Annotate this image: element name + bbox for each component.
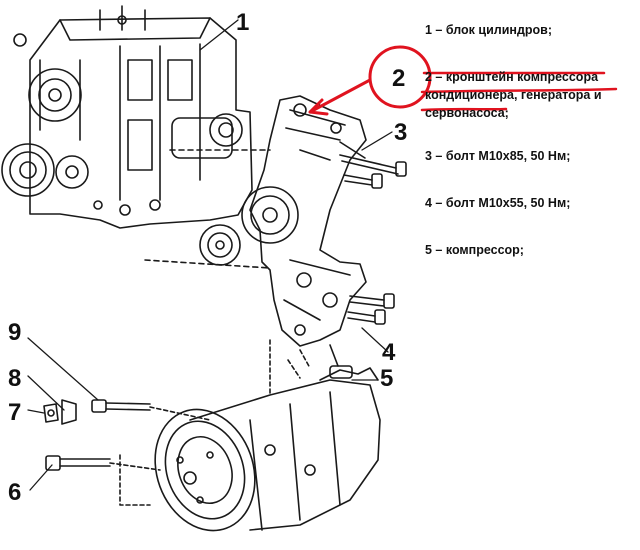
- legend-item-5: 5 – компрессор;: [425, 243, 524, 257]
- callout-5: 5: [380, 365, 393, 392]
- legend: 1 – блок цилиндров; 2 – кронштейн компре…: [425, 22, 635, 289]
- highlight-marker: [308, 45, 432, 116]
- compressor-mount-bolts: [43, 339, 271, 506]
- callout-9: 9: [8, 319, 21, 346]
- callout-6: 6: [8, 479, 21, 506]
- legend-item-1: 1 – блок цилиндров;: [425, 23, 552, 37]
- legend-item-2-line-2: кондиционера, генератора и: [425, 88, 602, 102]
- callout-8: 8: [8, 365, 21, 392]
- compressor: [154, 344, 381, 532]
- bolts-m10x85: [339, 141, 407, 189]
- legend-item-3: 3 – болт М10х85, 50 Нм;: [425, 149, 571, 163]
- legend-item-2-line-1: 2 – кронштейн компрессора: [425, 70, 599, 84]
- callout-3: 3: [394, 119, 407, 146]
- legend-item-2: 2 – кронштейн компрессора кондиционера, …: [425, 69, 635, 121]
- legend-item-2-line-3: сервонасоса;: [425, 106, 509, 120]
- callout-7: 7: [8, 399, 21, 426]
- bolts-m10x55: [347, 293, 395, 325]
- bracket-assembly: [144, 95, 367, 347]
- legend-underlines: [420, 71, 618, 112]
- callout-4: 4: [382, 339, 396, 366]
- callout-1: 1: [236, 9, 249, 36]
- callout-2: 2: [392, 65, 405, 92]
- leader-lines: [27, 19, 393, 491]
- cylinder-block: [1, 5, 253, 229]
- legend-item-4: 4 – болт М10х55, 50 Нм;: [425, 196, 571, 210]
